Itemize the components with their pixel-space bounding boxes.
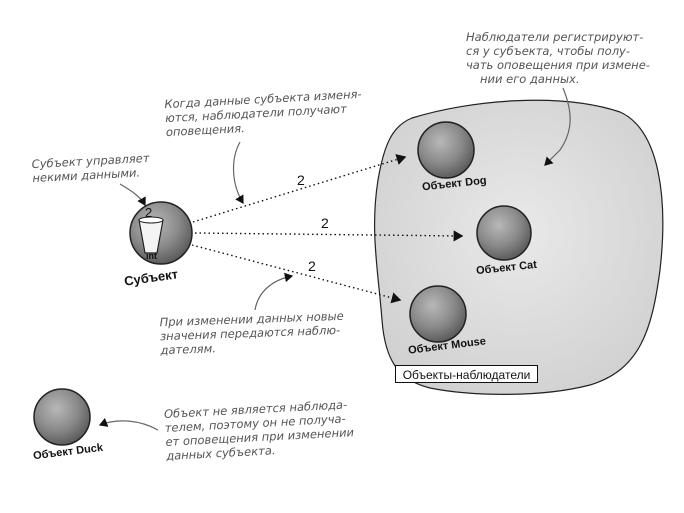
arrow-to-mouse — [191, 244, 402, 304]
subject-value: 2 — [145, 205, 153, 220]
annotation-not-observer: Объект не является наблюда- телем, поэто… — [164, 397, 355, 463]
pointer-arrow-duck — [98, 417, 159, 431]
subject-type-label: int — [146, 251, 157, 261]
annotation-values-passed: При изменении данных новые значения пере… — [159, 309, 345, 357]
arrow-value-mouse: 2 — [308, 258, 316, 274]
pointer-arrow-bottom-center — [254, 272, 294, 311]
pointer-arrow-top-right — [544, 87, 571, 166]
annotation-line: ся у субъекта, чтобы полу- — [466, 44, 630, 58]
annotation-line: нии его данных. — [480, 72, 580, 86]
arrow-to-dog — [192, 154, 407, 223]
annotation-line: чать оповещения при измене- — [466, 58, 650, 72]
mouse-object — [409, 285, 467, 343]
subject-object — [129, 201, 193, 265]
pointer-arrow-top-center — [232, 141, 244, 205]
dog-object — [417, 121, 475, 179]
arrow-value-cat: 2 — [321, 215, 329, 231]
duck-object — [33, 388, 91, 446]
annotation-registration: Наблюдатели регистрируют- ся у субъекта,… — [466, 30, 650, 86]
observers-group-label: Объекты-наблюдатели — [395, 365, 538, 383]
arrow-value-dog: 2 — [297, 172, 305, 188]
pointer-arrow-subject — [119, 183, 146, 207]
annotation-line: Наблюдатели регистрируют- — [466, 30, 644, 44]
cat-object — [476, 205, 532, 261]
